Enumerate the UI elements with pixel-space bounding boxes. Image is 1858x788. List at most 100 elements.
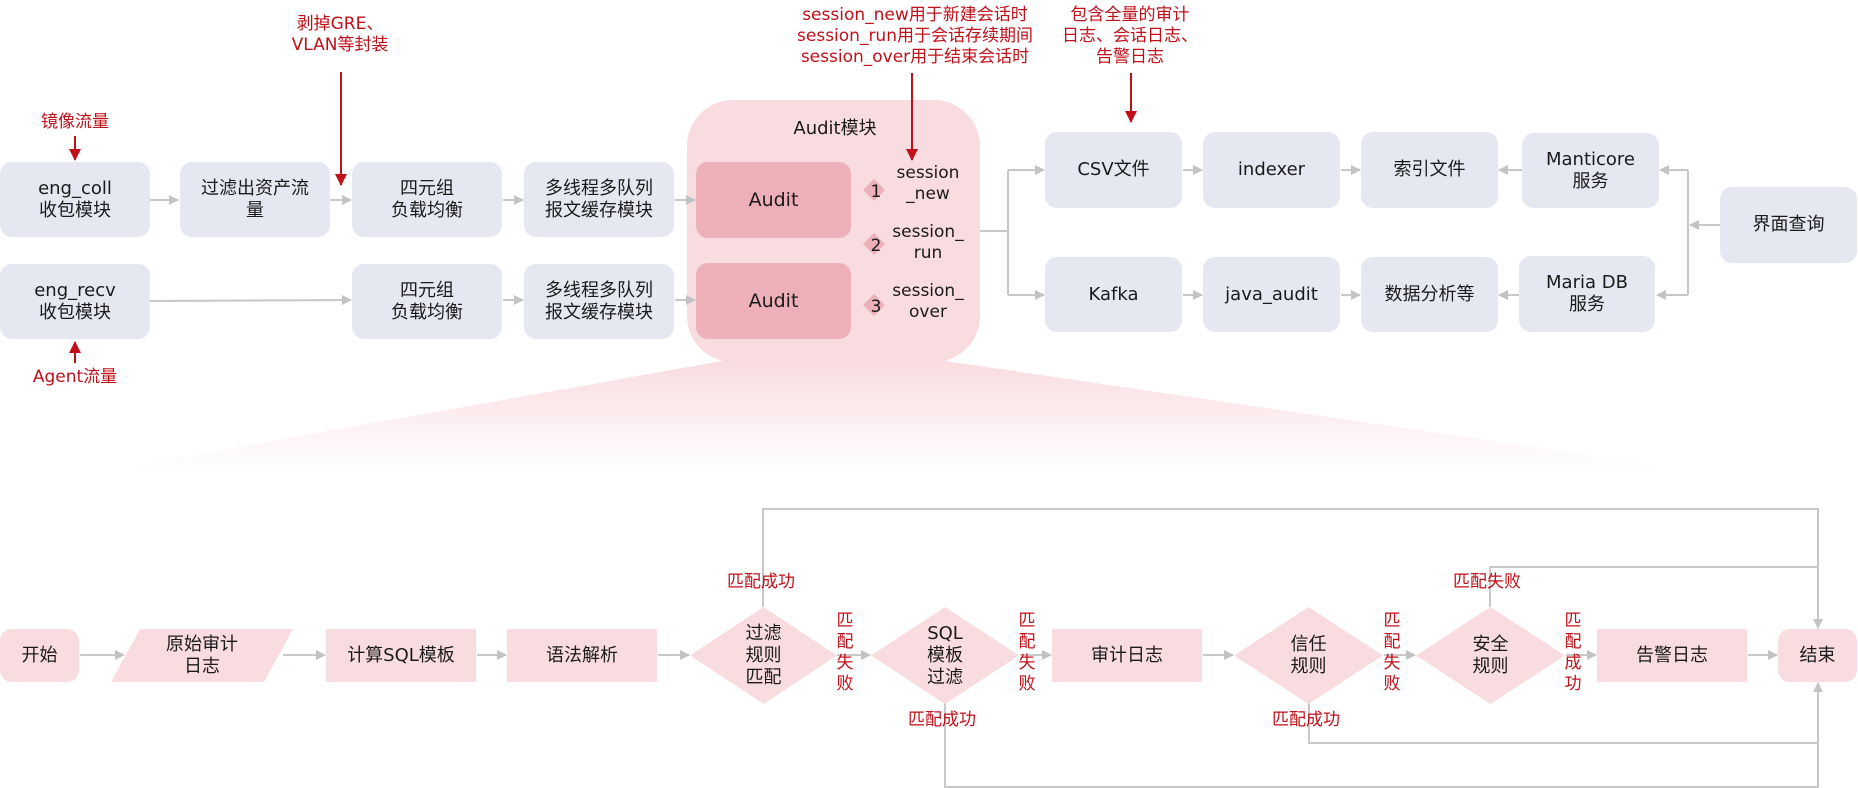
node-line: 模板	[927, 644, 963, 666]
node-ui-query[interactable]: 界面查询	[1720, 187, 1857, 263]
node-line: 安全	[1472, 633, 1509, 655]
label-security-match-fail: 匹配失败	[1453, 572, 1521, 592]
badge-number: 3	[870, 297, 882, 317]
node-line: 四元组	[400, 177, 454, 199]
label-char: 配	[1564, 632, 1582, 652]
flow-end[interactable]: 结束	[1778, 629, 1857, 682]
node-line: 匹配	[745, 666, 782, 688]
node-mq-1[interactable]: 多线程多队列 报文缓存模块	[524, 162, 674, 237]
session-line: session_	[892, 281, 964, 301]
loop-filter-success	[762, 508, 1823, 629]
flow-parse[interactable]: 语法解析	[507, 629, 657, 682]
log-desc-line: 日志、会话日志、	[1062, 26, 1198, 46]
label-sql-match-success: 匹配成功	[908, 710, 976, 730]
node-line: 过滤	[927, 666, 963, 688]
label-trust-match-success: 匹配成功	[1272, 710, 1340, 730]
session-run-label: session_ run	[888, 222, 968, 264]
session-line: session	[896, 163, 960, 183]
node-audit-1[interactable]: Audit	[696, 162, 851, 238]
label-char: 败	[1018, 674, 1036, 694]
node-indexer[interactable]: indexer	[1203, 132, 1340, 208]
node-line: 规则	[745, 644, 782, 666]
session-line: _new	[906, 184, 950, 204]
node-line: 服务	[1569, 294, 1605, 315]
session-desc-line: session_over用于结束会话时	[800, 47, 1030, 67]
node-line: 日志	[184, 655, 220, 677]
node-line: 原始审计	[166, 633, 238, 655]
agent-traffic-label: Agent流量	[32, 367, 118, 387]
label-char: 匹	[1383, 611, 1401, 631]
strip-encap-note: 剥掉GRE、 VLAN等封装	[270, 14, 410, 56]
node-line: 过滤出资产流	[201, 177, 309, 199]
session-desc-line: session_run用于会话存续期间	[797, 26, 1033, 46]
diamond-shape	[871, 607, 1019, 704]
session-line: over	[909, 302, 947, 322]
arrow-recv-lb2	[149, 295, 352, 306]
diamond-icon	[863, 294, 885, 316]
node-audit-2[interactable]: Audit	[696, 263, 851, 339]
audit-module-title: Audit模块	[793, 118, 877, 139]
loop-sql-success	[944, 682, 1823, 788]
flow-filter-rule[interactable]: 过滤 规则 匹配	[690, 607, 837, 704]
node-java-audit[interactable]: java_audit	[1203, 257, 1340, 332]
node-line: 过滤	[745, 622, 782, 644]
session-badge-1: 1	[863, 179, 885, 202]
node-line: 规则	[1472, 655, 1509, 677]
session-badge-2: 2	[863, 233, 885, 256]
flow-alert-log[interactable]: 告警日志	[1597, 629, 1747, 682]
node-mariadb[interactable]: Maria DB 服务	[1519, 256, 1655, 332]
node-line: 多线程多队列	[545, 279, 653, 301]
diamond-icon	[863, 179, 885, 201]
node-line: Maria DB	[1546, 272, 1628, 293]
node-line: 信任	[1290, 633, 1327, 655]
flow-raw-log[interactable]: 原始审计 日志	[111, 629, 293, 682]
label-char: 失	[836, 653, 854, 673]
node-mq-2[interactable]: 多线程多队列 报文缓存模块	[524, 264, 674, 339]
node-line: Manticore	[1545, 148, 1635, 170]
diamond-shape	[690, 607, 837, 704]
node-data-analysis[interactable]: 数据分析等	[1361, 257, 1498, 332]
node-lb-2[interactable]: 四元组 负载均衡	[352, 264, 502, 339]
flow-audit-log[interactable]: 审计日志	[1052, 629, 1202, 682]
label-char: 匹	[836, 611, 854, 631]
label-char: 配	[1383, 632, 1401, 652]
label-char: 匹	[1564, 611, 1582, 631]
node-lb-1[interactable]: 四元组 负载均衡	[352, 162, 502, 237]
label-filter-match-fail: 匹 配 失 败	[835, 611, 855, 695]
flow-calc-sql[interactable]: 计算SQL模板	[326, 629, 476, 682]
log-desc-note: 包含全量的审计 日志、会话日志、 告警日志	[1050, 5, 1210, 68]
session-line: run	[913, 243, 943, 263]
label-char: 成	[1564, 653, 1582, 673]
node-line: 收包模块	[39, 301, 111, 323]
node-index-file[interactable]: 索引文件	[1361, 132, 1498, 208]
session-desc-line: session_new用于新建会话时	[802, 5, 1028, 25]
log-desc-line: 包含全量的审计	[1070, 5, 1190, 25]
node-eng-recv[interactable]: eng_recv 收包模块	[0, 264, 150, 339]
flow-sql-filter[interactable]: SQL 模板 过滤	[871, 607, 1019, 704]
node-filter-asset[interactable]: 过滤出资产流 量	[180, 162, 330, 237]
node-line: 报文缓存模块	[545, 301, 653, 323]
node-line: 服务	[1572, 170, 1609, 192]
zoom-funnel	[110, 361, 1690, 470]
strip-encap-line: 剥掉GRE、	[296, 14, 384, 34]
node-line: 负载均衡	[391, 199, 463, 221]
label-char: 匹	[1018, 611, 1036, 631]
label-filter-match-success: 匹配成功	[727, 572, 795, 592]
mirror-traffic-label: 镜像流量	[41, 112, 109, 132]
flow-security-rule[interactable]: 安全 规则	[1416, 607, 1565, 704]
node-csv[interactable]: CSV文件	[1045, 132, 1182, 208]
node-kafka[interactable]: Kafka	[1045, 257, 1182, 332]
node-line: 收包模块	[39, 199, 111, 221]
node-line: eng_coll	[38, 177, 112, 199]
flow-start[interactable]: 开始	[0, 629, 79, 682]
flow-trust-rule[interactable]: 信任 规则	[1234, 607, 1383, 704]
session-over-label: session_ over	[888, 281, 968, 323]
label-char: 配	[1018, 632, 1036, 652]
node-line: eng_recv	[34, 279, 116, 301]
node-eng-coll[interactable]: eng_coll 收包模块	[0, 162, 150, 237]
badge-number: 1	[870, 182, 882, 202]
label-char: 功	[1564, 674, 1582, 694]
node-manticore[interactable]: Manticore 服务	[1522, 133, 1659, 208]
